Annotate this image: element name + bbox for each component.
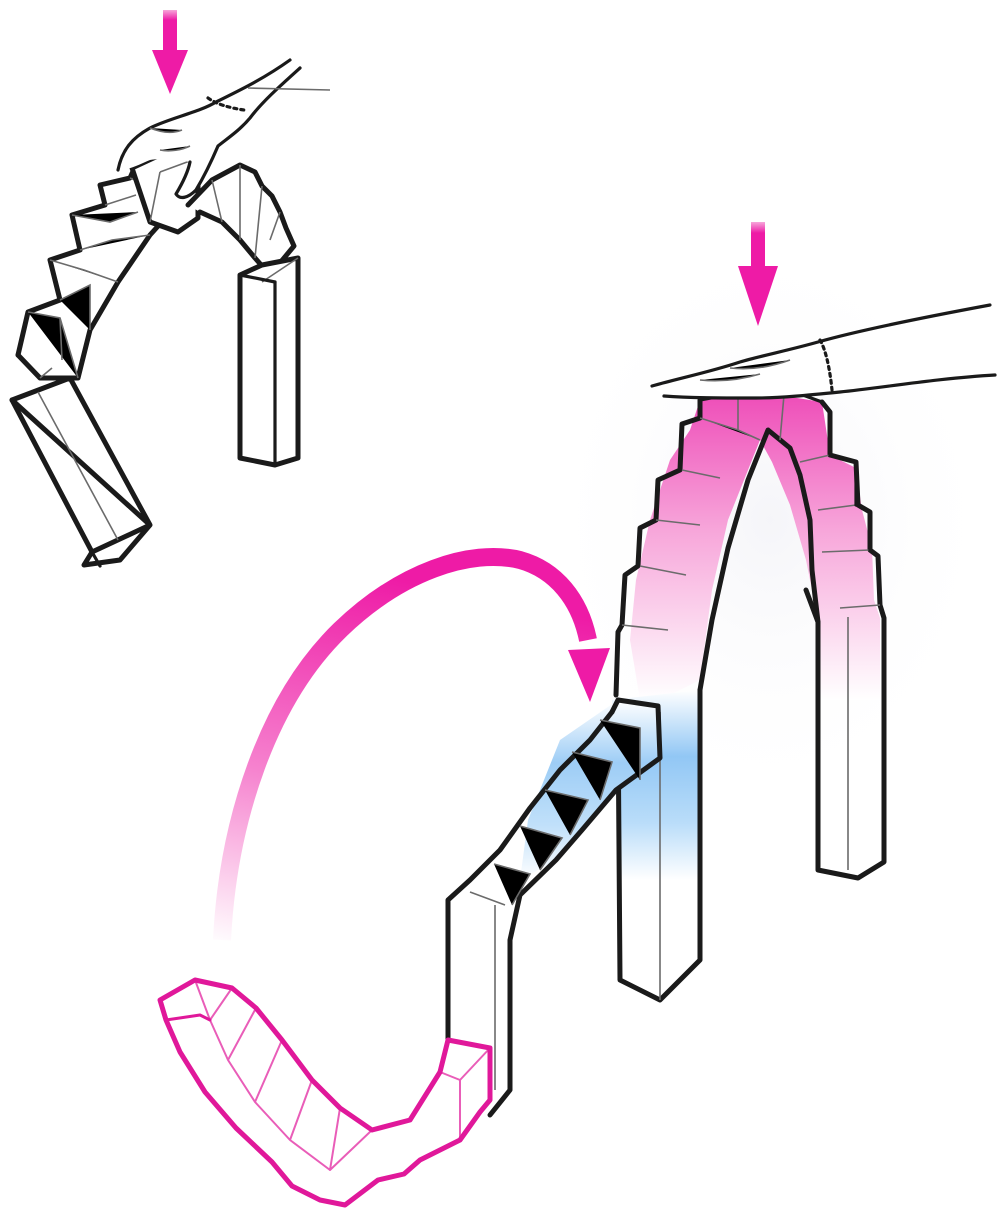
loaded-arch xyxy=(448,392,884,1115)
down-arrow-icon xyxy=(152,10,188,94)
curved-arrow-icon xyxy=(222,557,610,940)
rotated-ghost-segment xyxy=(160,980,490,1205)
right-voussoirs xyxy=(188,165,294,275)
left-leg-block xyxy=(12,378,150,566)
collapsing-arch xyxy=(12,10,330,566)
right-leg-block xyxy=(240,258,298,465)
